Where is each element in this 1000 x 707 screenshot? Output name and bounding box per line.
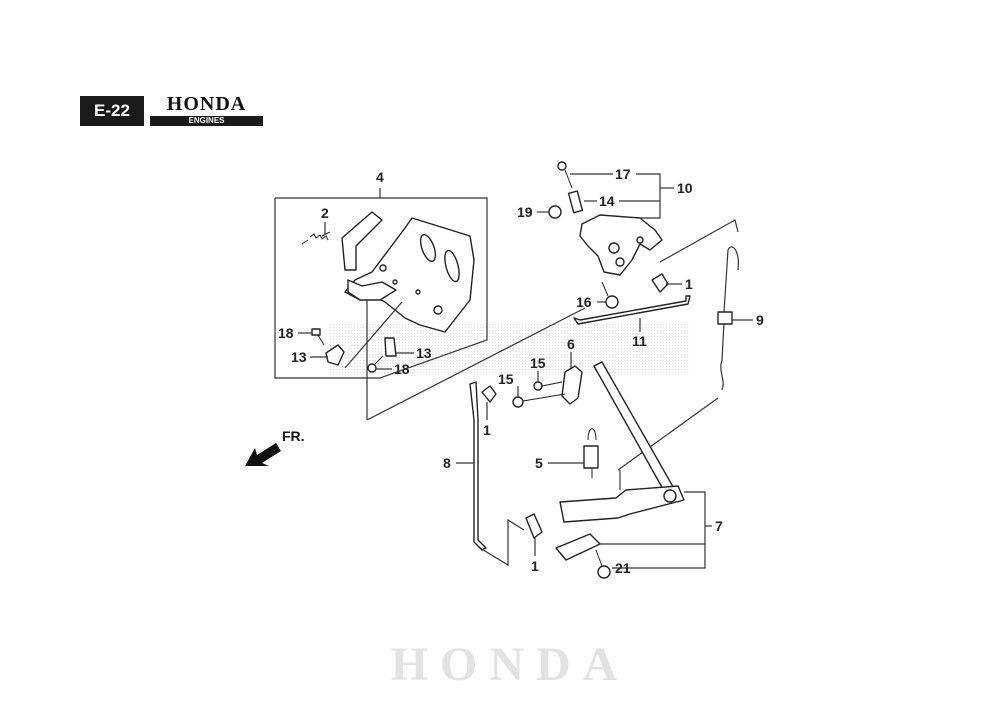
spring-5 <box>583 428 599 478</box>
bolt-15-lower <box>512 393 566 408</box>
callout-9: 9 <box>756 312 764 328</box>
screw-17 <box>557 161 573 189</box>
callout-18-lower: 18 <box>394 361 410 377</box>
callout-13-right: 13 <box>416 345 432 361</box>
clip-1-middle <box>481 385 497 403</box>
bolt-21 <box>595 549 611 579</box>
callout-16: 16 <box>576 294 592 310</box>
brand-name: HONDA <box>166 94 247 114</box>
clip-1-lower <box>525 513 543 539</box>
callout-4: 4 <box>376 169 384 185</box>
front-direction-arrow <box>245 443 281 466</box>
bracket-6 <box>561 365 583 405</box>
callout-6: 6 <box>567 336 575 352</box>
bolt-18-lower <box>367 355 384 373</box>
bolt-18-upper <box>311 328 325 346</box>
callout-11: 11 <box>632 333 647 349</box>
callout-5: 5 <box>535 455 543 471</box>
spring-14 <box>567 190 584 214</box>
callout-1-middle: 1 <box>483 422 491 438</box>
callout-13-left: 13 <box>291 349 307 365</box>
rod-8 <box>469 381 487 551</box>
callout-14: 14 <box>599 193 615 209</box>
bolt-15-upper <box>533 381 563 391</box>
honda-engines-logo: HONDA ENGINES <box>150 94 263 126</box>
page-code-badge: E-22 <box>80 96 144 126</box>
callout-1-lower: 1 <box>531 558 539 574</box>
group-box-4 <box>274 188 488 379</box>
callout-2: 2 <box>321 205 329 221</box>
clip-13-right <box>384 337 397 357</box>
callout-10: 10 <box>677 180 693 196</box>
control-base-plate <box>341 211 475 333</box>
clip-13-left <box>325 344 345 366</box>
leader-lines <box>298 173 753 569</box>
spring-9 <box>720 246 739 391</box>
callout-15-lower: 15 <box>498 371 514 387</box>
watermark: HONDA <box>390 638 630 691</box>
callout-1-upper: 1 <box>685 276 693 292</box>
callout-7: 7 <box>715 518 723 534</box>
bolt-16 <box>601 281 619 309</box>
callout-18-upper: 18 <box>278 325 294 341</box>
callout-17: 17 <box>615 166 631 182</box>
callout-15-upper: 15 <box>530 355 546 371</box>
cap-19 <box>548 205 562 219</box>
rod-11 <box>573 295 691 325</box>
callout-8: 8 <box>443 455 451 471</box>
brand-subtitle: ENGINES <box>150 116 263 126</box>
front-direction-label: FR. <box>282 428 305 444</box>
spring-9-coil <box>717 311 733 325</box>
clip-1-upper <box>651 273 669 293</box>
callout-21: 21 <box>615 560 631 576</box>
governor-lever-assembly-10 <box>579 214 663 276</box>
spring-2 <box>301 231 331 245</box>
callout-19: 19 <box>517 204 533 220</box>
